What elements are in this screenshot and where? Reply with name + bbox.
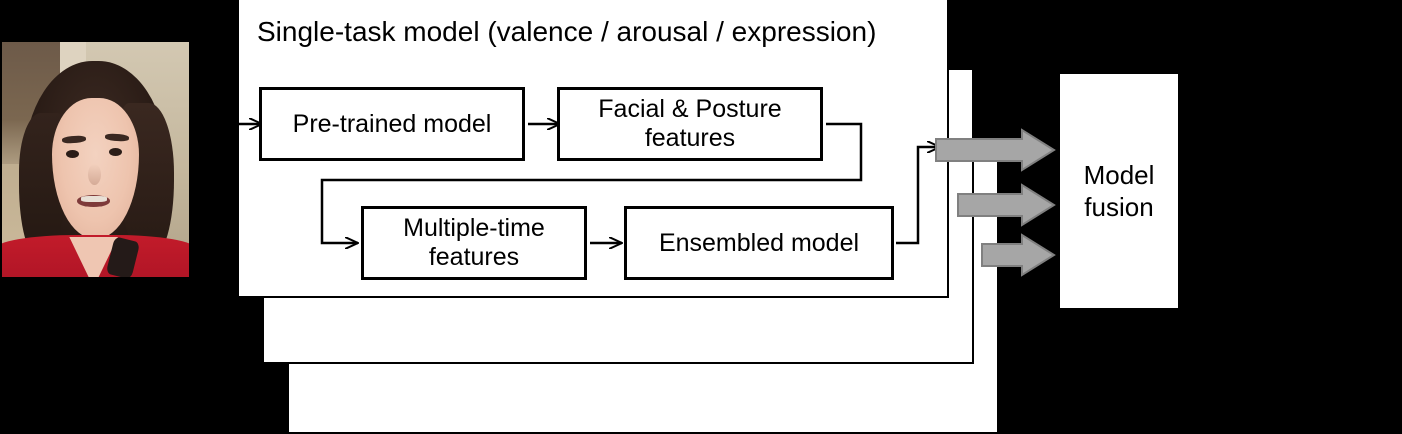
photo-teeth [80, 196, 107, 203]
model-fusion-text: Model fusion [1084, 159, 1155, 224]
model-fusion-line-2: fusion [1084, 192, 1154, 222]
fusion-block-arrow-3 [981, 233, 1056, 277]
model-fusion-line-1: Model [1083, 159, 1155, 190]
fusion-block-arrow-2 [957, 183, 1056, 227]
box-multiple-time-line-1: Multiple-time [403, 214, 545, 243]
photo-nose [88, 164, 102, 186]
box-model-fusion[interactable]: Model fusion [1058, 72, 1180, 310]
fusion-block-arrow-1 [935, 128, 1056, 172]
panel-title: Single-task model (valence / arousal / e… [257, 16, 877, 47]
box-multiple-time-features[interactable]: Multiple-time features [361, 206, 587, 280]
box-facial-posture-line-1: Facial & Posture [598, 95, 782, 124]
photo-eye-left [65, 150, 79, 159]
photo-eye-right [108, 148, 122, 157]
box-facial-posture-line-2: features [644, 124, 736, 152]
box-facial-posture-text: Facial & Posture features [598, 95, 781, 153]
photo-face [52, 98, 139, 240]
box-facial-posture-features[interactable]: Facial & Posture features [557, 87, 823, 161]
input-face-photo [2, 42, 189, 277]
box-ensembled-model[interactable]: Ensembled model [624, 206, 894, 280]
box-pre-trained-model[interactable]: Pre-trained model [259, 87, 525, 161]
box-multiple-time-text: Multiple-time features [403, 214, 545, 272]
box-multiple-time-line-2: features [428, 243, 520, 271]
